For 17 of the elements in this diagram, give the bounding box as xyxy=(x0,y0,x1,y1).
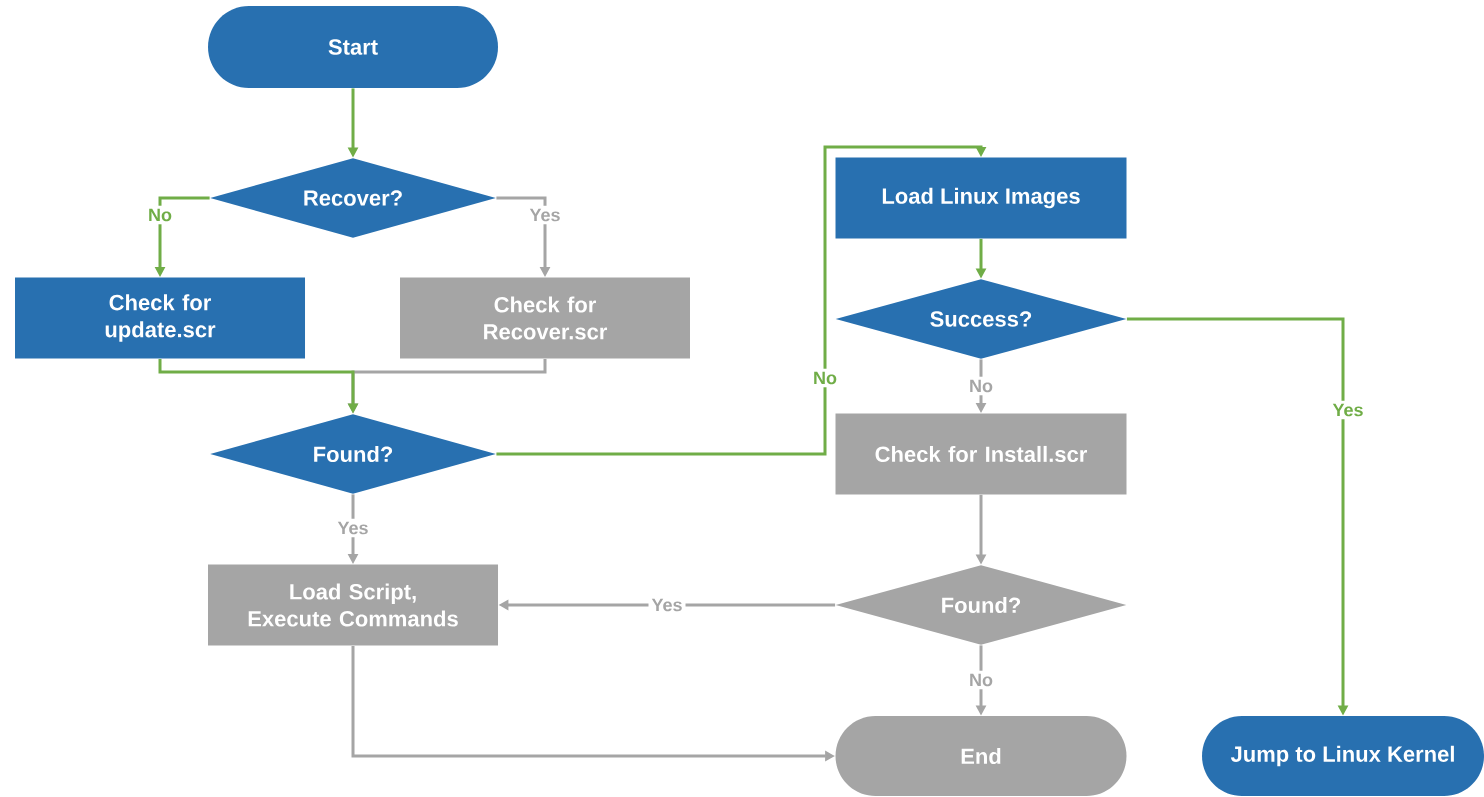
process-box: Check for Recover.scr xyxy=(400,277,690,359)
process-box: Check for update.scr xyxy=(15,277,305,359)
edge-label: Yes xyxy=(1329,400,1367,420)
process-box: Check for Install.scr xyxy=(835,413,1127,495)
edge-label: Yes xyxy=(648,595,686,615)
end-terminal: End xyxy=(835,716,1127,796)
process-box: Load Linux Images xyxy=(835,157,1127,239)
edge-label: No xyxy=(966,670,996,690)
edge-label: No xyxy=(810,368,840,388)
edge-label: Yes xyxy=(334,518,372,538)
edge-label: No xyxy=(966,376,996,396)
start-terminal: Start xyxy=(208,6,498,88)
arrow xyxy=(496,145,987,456)
process-box: Load Script, Execute Commands xyxy=(208,564,498,646)
edge-label: No xyxy=(145,205,175,225)
edge-label: Yes xyxy=(526,205,564,225)
end-terminal: Jump to Linux Kernel xyxy=(1202,716,1484,796)
